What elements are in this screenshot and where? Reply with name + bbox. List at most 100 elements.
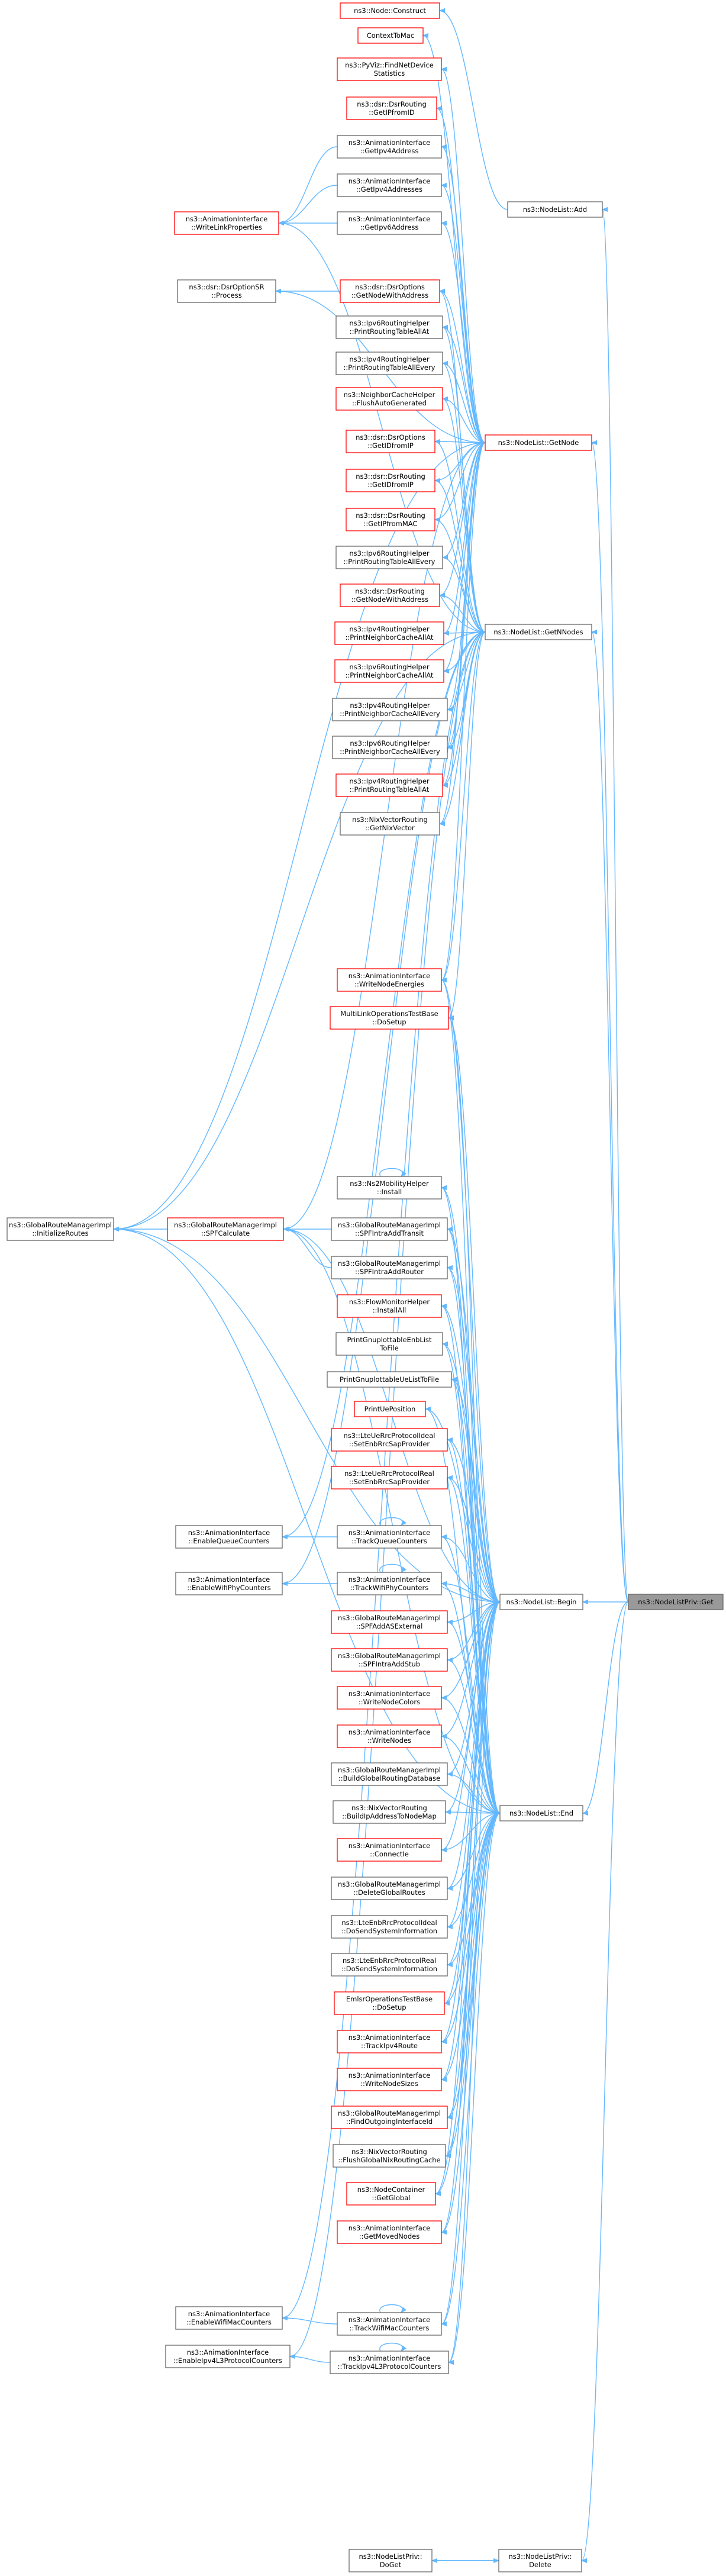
node-box [331,1915,448,1939]
node-ai_trackipv4route[interactable]: ns3::AnimationInterface::TrackIpv4Route [337,2030,442,2053]
node-ai_enableipv4l3protocolcounters[interactable]: ns3::AnimationInterface::EnableIpv4L3Pro… [165,2345,291,2368]
edge-nodelistpriv_delete-nodelistpriv_get [581,1601,629,2561]
node-ai_getipv6address[interactable]: ns3::AnimationInterface::GetIpv6Address [337,211,442,235]
node-label: ns3::Ipv4RoutingHelper [349,777,430,785]
node-printgnuplottableuelist[interactable]: PrintGnuplottableUeListToFile [327,1371,452,1388]
node-label: ns3::GlobalRouteManagerImpl [338,1766,441,1774]
edge-construct-nodelist_add [439,11,508,210]
node-ai_trackipv4l3protocolcounters[interactable]: ns3::AnimationInterface::TrackIpv4L3Prot… [330,2351,449,2374]
node-ai_writenodecolors[interactable]: ns3::AnimationInterface::WriteNodeColors [337,1686,442,1710]
node-ai_trackqueuecounters[interactable]: ns3::AnimationInterface::TrackQueueCount… [337,1525,442,1549]
node-grmi_buildglobalroutingdatabase[interactable]: ns3::GlobalRouteManagerImpl::BuildGlobal… [331,1762,448,1786]
node-dsroptions_getnodewithaddress[interactable]: ns3::dsr::DsrOptions::GetNodeWithAddress [340,279,440,303]
node-nodelist_begin[interactable]: ns3::NodeList::Begin [499,1594,583,1610]
node-ai_trackwifiphycounters[interactable]: ns3::AnimationInterface::TrackWifiPhyCou… [337,1572,442,1595]
node-nodelist_end[interactable]: ns3::NodeList::End [499,1805,583,1821]
node-ai_writelinkproperties[interactable]: ns3::AnimationInterface::WriteLinkProper… [174,211,279,235]
node-grmi_spfintraaddrouter[interactable]: ns3::GlobalRouteManagerImpl::SPFIntraAdd… [331,1256,448,1279]
node-grmi_spfintraaddstub[interactable]: ns3::GlobalRouteManagerImpl::SPFIntraAdd… [331,1648,448,1672]
node-ipv6rh_printroutingtableallevery[interactable]: ns3::Ipv6RoutingHelper::PrintRoutingTabl… [335,546,443,569]
node-ai_getipv4addresses[interactable]: ns3::AnimationInterface::GetIpv4Addresse… [337,173,442,197]
node-nodelist_getnode[interactable]: ns3::NodeList::GetNode [485,434,592,451]
node-emlsrotb_dosetup[interactable]: EmlsrOperationsTestBase::DoSetup [334,1991,445,2015]
node-ipv6rh_printroutingtableallat[interactable]: ns3::Ipv6RoutingHelper::PrintRoutingTabl… [335,315,443,339]
node-ipv4rh_printroutingtableallat[interactable]: ns3::Ipv4RoutingHelper::PrintRoutingTabl… [335,773,443,797]
node-box [337,1838,442,1862]
node-lteenbrrcreal[interactable]: ns3::LteEnbRrcProtocolReal::DoSendSystem… [331,1953,448,1977]
node-mlotb_dosetup[interactable]: MultiLinkOperationsTestBase::DoSetup [330,1006,449,1030]
node-nodelist_getnnodes[interactable]: ns3::NodeList::GetNNodes [485,624,592,640]
node-grmi_spfcalculate[interactable]: ns3::GlobalRouteManagerImpl::SPFCalculat… [167,1217,284,1241]
edge-grmi_buildglobalroutingdatabase-nodelist_begin [447,1601,501,1774]
edge-ai_getmovednodes-nodelist_end [441,1813,501,2232]
node-lteenbrrcideal[interactable]: ns3::LteEnbRrcProtocolIdeal::DoSendSyste… [331,1915,448,1939]
node-label: ::GetIDfromIP [367,481,414,489]
node-ai_enablewifiphycounters[interactable]: ns3::AnimationInterface::EnableWifiPhyCo… [175,1572,283,1595]
node-ns2mh_install[interactable]: ns3::Ns2MobilityHelper::Install [337,1176,442,1200]
node-label: ns3::LteEnbRrcProtocolReal [343,1956,436,1965]
edge-dsroptions_getnodewithaddress-nodelist_getnode [439,291,486,443]
edge-ipv6rh_printneighborcacheallevery-nodelist_getnode [447,442,486,747]
node-dsrrouting_getipfrommac[interactable]: ns3::dsr::DsrRouting::GetIPfromMAC [346,508,435,531]
node-grmi_spfaddasexternal[interactable]: ns3::GlobalRouteManagerImpl::SPFAddASExt… [331,1610,448,1634]
node-dsr_getipfromid[interactable]: ns3::dsr::DsrRouting::GetIPfromID [346,96,437,120]
node-nixvr_buildipaddresstonodemap[interactable]: ns3::NixVectorRouting::BuildIpAddressToN… [333,1800,446,1824]
node-nc_getglobal[interactable]: ns3::NodeContainer::GetGlobal [346,2182,436,2206]
node-nixvr_flushglobalnixroutingcache[interactable]: ns3::NixVectorRouting::FlushGlobalNixRou… [333,2144,446,2168]
node-dsroptions_getidfromip[interactable]: ns3::dsr::DsrOptions::GetIDfromIP [346,430,435,453]
node-nodelistpriv_doget[interactable]: ns3::NodeListPriv::DoGet [349,2549,433,2572]
node-label: ns3::AnimationInterface [349,1529,430,1537]
node-nodelistpriv_delete[interactable]: ns3::NodeListPriv::Delete [498,2549,582,2572]
node-lterrcideal[interactable]: ns3::LteUeRrcProtocolIdeal::SetEnbRrcSap… [331,1428,448,1452]
node-box [175,2306,283,2330]
node-fmh_installall[interactable]: ns3::FlowMonitorHelper::InstallAll [337,1294,442,1318]
node-dsrrouting_getnodewithaddress[interactable]: ns3::dsr::DsrRouting::GetNodeWithAddress [340,583,440,607]
edge-ai_connectie-nodelist_begin [441,1601,501,1850]
node-nodelistpriv_get[interactable]: ns3::NodeListPriv::Get [628,1594,724,1610]
node-ai_writenodesizes[interactable]: ns3::AnimationInterface::WriteNodeSizes [337,2068,442,2091]
node-label: PrintUePosition [364,1405,416,1413]
node-ai_getmovednodes[interactable]: ns3::AnimationInterface::GetMovedNodes [337,2220,442,2244]
node-ai_writenodes[interactable]: ns3::AnimationInterface::WriteNodes [337,1724,442,1748]
node-contexttomac[interactable]: ContextToMac [357,27,424,44]
node-label: ns3::NodeListPriv::Get [638,1598,714,1606]
node-dsrrouting_getidfromip[interactable]: ns3::dsr::DsrRouting::GetIDfromIP [346,469,435,492]
node-ipv4rh_printroutingtableallevery[interactable]: ns3::Ipv4RoutingHelper::PrintRoutingTabl… [335,352,443,375]
node-label: ::EnableWifiPhyCounters [187,1584,270,1592]
node-label: ns3::NodeList::End [509,1809,573,1817]
node-ai_getipv4address[interactable]: ns3::AnimationInterface::GetIpv4Address [337,135,442,159]
node-box [485,624,592,640]
node-grmi_findoutgoinginterfaceid[interactable]: ns3::GlobalRouteManagerImpl::FindOutgoin… [331,2106,448,2129]
node-grmi_spfintraaddtransit[interactable]: ns3::GlobalRouteManagerImpl::SPFIntraAdd… [331,1217,448,1241]
node-ipv4rh_printneighborcacheallat[interactable]: ns3::Ipv4RoutingHelper::PrintNeighborCac… [334,621,444,645]
node-printueposition[interactable]: PrintUePosition [354,1401,426,1417]
node-lterrcreal[interactable]: ns3::LteUeRrcProtocolReal::SetEnbRrcSapP… [331,1466,448,1489]
node-grmi_initializeroutes[interactable]: ns3::GlobalRouteManagerImpl::InitializeR… [7,1217,114,1241]
node-nodelist_add[interactable]: ns3::NodeList::Add [507,201,603,218]
node-nixvr_getnixvector[interactable]: ns3::NixVectorRouting::GetNixVector [340,812,440,836]
edge-grmi_initializeroutes-nodelist_end [114,1229,501,1814]
node-ai_connectie[interactable]: ns3::AnimationInterface::ConnectIe [337,1838,442,1862]
node-ai_trackwifimaccounters[interactable]: ns3::AnimationInterface::TrackWifiMacCou… [337,2312,442,2336]
node-ai_enablewifimaccounters[interactable]: ns3::AnimationInterface::EnableWifiMacCo… [175,2306,283,2330]
node-label: ::BuildIpAddressToNodeMap [342,1812,437,1820]
node-nch_flushautogenerated[interactable]: ns3::NeighborCacheHelper::FlushAutoGener… [335,387,443,411]
node-grmi_deleteglobalroutes[interactable]: ns3::GlobalRouteManagerImpl::DeleteGloba… [331,1877,448,1900]
self-loop-ai_trackwifimaccounters [379,2304,403,2313]
self-loop-ns2mh_install [379,1168,403,1177]
edge-ai_enableipv4l3protocolcounters-ai_trackipv4l3protocolcounters [290,2356,331,2363]
node-ipv4rh_printneighborcacheallevery[interactable]: ns3::Ipv4RoutingHelper::PrintNeighborCac… [332,698,448,721]
node-ipv6rh_printneighborcacheallat[interactable]: ns3::Ipv6RoutingHelper::PrintNeighborCac… [334,659,444,683]
node-dsroptionsr_process[interactable]: ns3::dsr::DsrOptionSR::Process [177,279,276,303]
node-construct[interactable]: ns3::Node::Construct [340,2,440,19]
node-ipv6rh_printneighborcacheallevery[interactable]: ns3::Ipv6RoutingHelper::PrintNeighborCac… [332,736,448,759]
node-label: ::WriteNodes [367,1736,411,1745]
edge-nc_getglobal-nodelist_begin [435,1601,501,2194]
edge-ai_enableipv4l3protocolcounters-nodelist_getnnodes [290,631,486,2356]
node-ai_writenodeenergies[interactable]: ns3::AnimationInterface::WriteNodeEnergi… [337,968,442,992]
node-label: ns3::NodeListPriv:: [508,2552,572,2561]
edge-grmi_spfcalculate-nodelist_getnode [283,442,486,1229]
node-ai_enablequeuecounters[interactable]: ns3::AnimationInterface::EnableQueueCoun… [175,1525,283,1549]
